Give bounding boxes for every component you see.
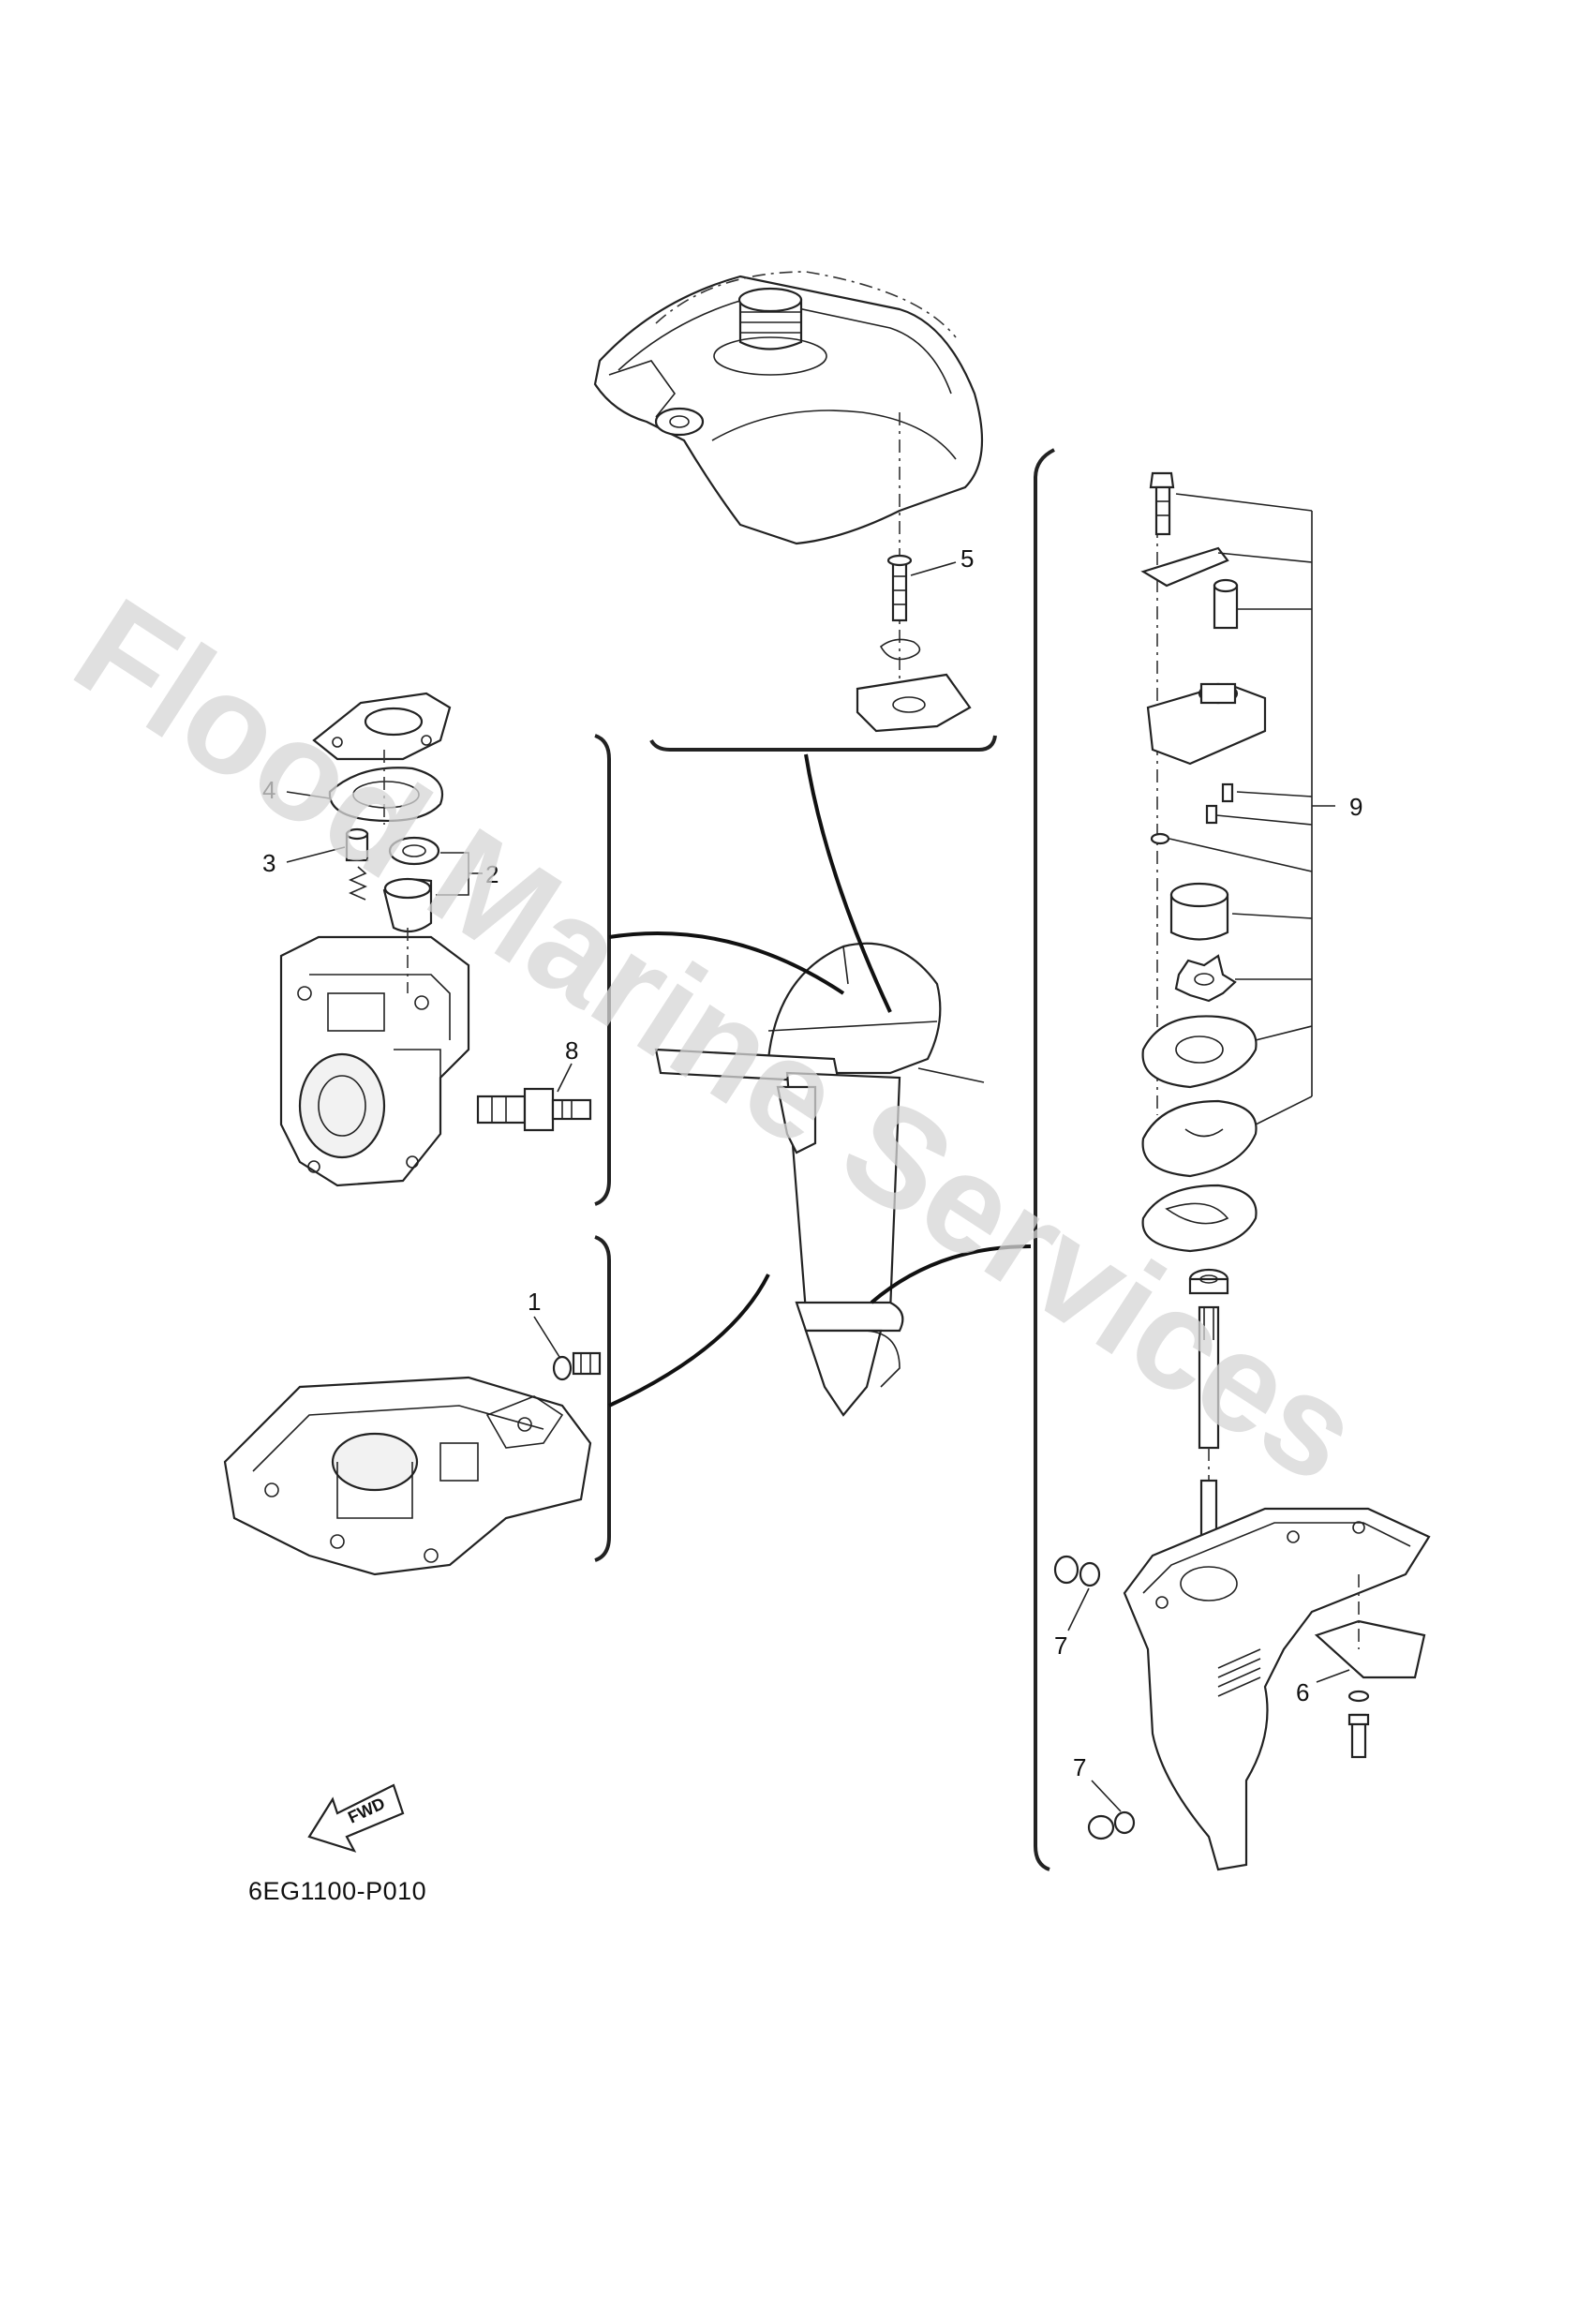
carburetor-cover xyxy=(312,692,452,761)
leader-1 xyxy=(533,1316,560,1358)
tank-bracket xyxy=(856,673,972,733)
impeller xyxy=(1174,954,1237,1003)
callout-6: 6 xyxy=(1296,1678,1309,1706)
cowling-group-brace xyxy=(594,1235,611,1562)
plug-7a xyxy=(1053,1555,1101,1587)
leader-7b xyxy=(1091,1780,1122,1812)
leader-6 xyxy=(1316,1669,1350,1683)
spring-3 xyxy=(349,866,367,901)
callout-3: 3 xyxy=(262,849,275,877)
leader-4 xyxy=(286,791,331,799)
anode-6 xyxy=(1314,1619,1426,1679)
plug-7b xyxy=(1087,1810,1136,1840)
oil-seal xyxy=(1188,1268,1229,1295)
pin-a xyxy=(1221,782,1234,803)
cylinder-block xyxy=(279,935,470,1187)
connector-tank xyxy=(804,753,892,1013)
diagram-code: 6EG1100-P010 xyxy=(248,1877,426,1905)
valve-3 xyxy=(345,827,369,862)
pump-gasket-a xyxy=(1141,1015,1258,1089)
pump-cup xyxy=(1169,882,1229,941)
bottom-cowling xyxy=(223,1376,592,1576)
lower-case xyxy=(1123,1507,1431,1871)
tank-group-brace xyxy=(649,735,997,752)
callout-9: 9 xyxy=(1349,793,1362,821)
pump-plate-b xyxy=(1141,1099,1258,1178)
lower-unit-group-brace xyxy=(1034,448,1055,1871)
powerhead-group-brace xyxy=(594,734,611,1206)
callout-5: 5 xyxy=(960,544,974,573)
pump-housing xyxy=(1146,682,1267,766)
pump-plate xyxy=(1140,546,1229,588)
screw-1 xyxy=(552,1351,602,1381)
callout-7-lower: 7 xyxy=(1073,1753,1086,1781)
fwd-arrow-icon: FWD xyxy=(307,1783,405,1853)
pin-b xyxy=(1205,804,1218,825)
fuel-tank-assembly xyxy=(593,271,984,545)
callout-4: 4 xyxy=(262,776,275,804)
seal-2 xyxy=(388,836,440,866)
anode-bolt xyxy=(1347,1690,1370,1759)
clip xyxy=(879,638,921,661)
connector-powerhead xyxy=(608,931,845,995)
pump-sleeve xyxy=(1213,578,1239,630)
connector-lower-unit xyxy=(870,1244,1032,1304)
leader-7a xyxy=(1067,1587,1090,1631)
bolt-5 xyxy=(886,554,913,622)
kit-9-leaders xyxy=(1169,493,1335,1125)
leader-8 xyxy=(557,1063,573,1093)
pump-bolt xyxy=(1149,471,1175,536)
leader-3 xyxy=(286,846,346,863)
callout-8: 8 xyxy=(565,1036,578,1065)
callout-7-upper: 7 xyxy=(1054,1631,1067,1660)
spark-plug-8 xyxy=(476,1087,592,1132)
leader-5 xyxy=(910,561,957,576)
oring xyxy=(1150,832,1170,845)
connector-cowling xyxy=(608,1274,770,1408)
pump-gasket-c xyxy=(1141,1184,1258,1253)
thermostat-2 xyxy=(382,877,433,933)
callout-1: 1 xyxy=(528,1288,541,1316)
callout-2: 2 xyxy=(485,860,499,888)
gasket-4 xyxy=(328,767,443,823)
